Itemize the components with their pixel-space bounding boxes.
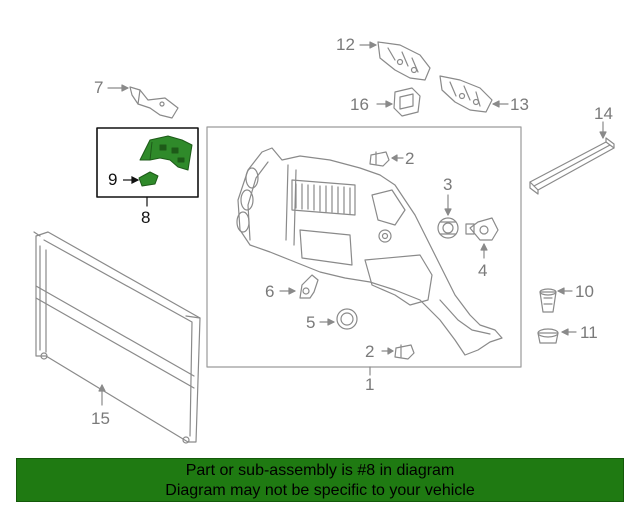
clip-part-10 xyxy=(539,287,573,313)
bracket-part-7 xyxy=(107,84,179,119)
grommet-part-3 xyxy=(437,194,459,239)
callout-3: 3 xyxy=(443,175,453,194)
quarter-trim-panel xyxy=(236,147,503,356)
highlighted-part-8 xyxy=(139,135,193,171)
info-banner: Part or sub-assembly is #8 in diagram Di… xyxy=(16,458,624,502)
clip-part-2-upper xyxy=(369,151,404,167)
callout-9: 9 xyxy=(108,170,118,189)
callout-12: 12 xyxy=(336,35,355,54)
cargo-cover-part-15 xyxy=(33,231,201,444)
callout-1: 1 xyxy=(365,375,375,394)
bracket-part-13 xyxy=(439,75,509,113)
callout-7: 7 xyxy=(94,78,104,97)
parts-diagram xyxy=(33,41,615,444)
switch-part-16 xyxy=(376,87,421,117)
assembly-box-1 xyxy=(206,126,522,368)
callout-2-upper: 2 xyxy=(405,149,415,168)
callout-13: 13 xyxy=(510,95,529,114)
leader-9 xyxy=(123,176,140,184)
callout-2-lower: 2 xyxy=(365,342,375,361)
callout-11: 11 xyxy=(580,323,598,342)
hook-part-6 xyxy=(279,274,319,299)
callout-6: 6 xyxy=(265,282,275,301)
callout-8: 8 xyxy=(141,208,151,227)
callout-5: 5 xyxy=(306,313,316,332)
info-banner-line-1: Part or sub-assembly is #8 in diagram xyxy=(185,462,455,479)
callout-15: 15 xyxy=(91,409,110,428)
clip-part-2-lower xyxy=(381,344,415,360)
info-banner-line-2: Diagram may not be specific to your vehi… xyxy=(165,482,475,499)
rail-part-14 xyxy=(529,121,615,195)
callout-10: 10 xyxy=(575,282,594,301)
callout-4: 4 xyxy=(478,261,488,280)
cap-part-11 xyxy=(537,328,577,344)
callout-16: 16 xyxy=(350,95,369,114)
bracket-part-12 xyxy=(359,41,431,81)
highlighted-part-9 xyxy=(138,171,159,187)
callout-14: 14 xyxy=(594,104,613,123)
fastener-part-4 xyxy=(465,217,499,259)
plug-part-5 xyxy=(319,308,358,330)
